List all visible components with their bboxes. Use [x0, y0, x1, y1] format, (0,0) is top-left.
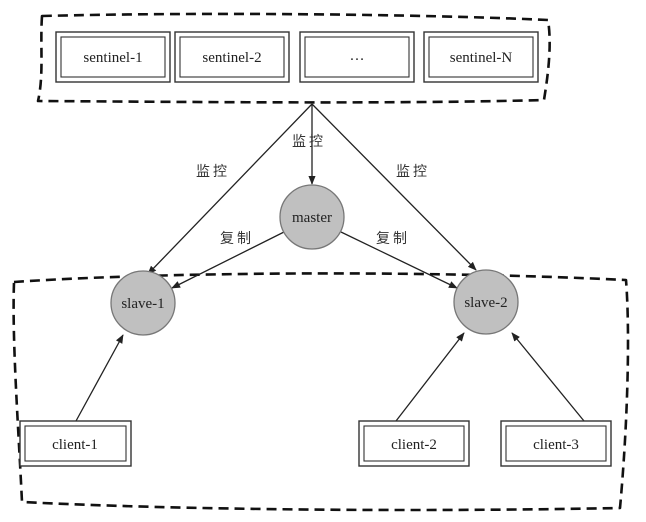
client-label-1: client-1 [52, 437, 98, 453]
monitor-arrow-slave-1 [147, 103, 313, 275]
sentinel-box-n: sentinel-N [423, 31, 539, 83]
client-box-1: client-1 [19, 420, 132, 467]
sentinel-label-n: sentinel-N [450, 50, 513, 66]
monitor-label-left: 监控 [196, 164, 230, 180]
slave-label-1: slave-1 [121, 296, 164, 312]
master-label: master [292, 210, 332, 226]
sentinel-group-border [36, 12, 551, 104]
master-node: master [279, 184, 345, 250]
sentinel-label-ellipsis: … [350, 48, 365, 64]
data-group-border [12, 272, 630, 512]
slave-node-1: slave-1 [110, 270, 176, 336]
slave-label-2: slave-2 [464, 295, 507, 311]
client-label-2: client-2 [391, 437, 437, 453]
replicate-arrow-slave-1 [171, 231, 285, 289]
sentinel-box-1: sentinel-1 [55, 31, 171, 83]
client-box-2: client-2 [358, 420, 470, 467]
slave-node-2: slave-2 [453, 269, 519, 335]
replicate-label-right: 复制 [376, 230, 410, 247]
client-3-arrow [511, 332, 585, 422]
replicate-arrow-slave-2 [340, 231, 458, 289]
monitor-arrow-slave-2 [311, 103, 477, 271]
sentinel-label-1: sentinel-1 [83, 50, 142, 66]
sentinel-box-ellipsis: … [299, 31, 415, 83]
client-2-arrow [395, 332, 465, 422]
sentinel-box-2: sentinel-2 [174, 31, 290, 83]
monitor-label-center: 监控 [292, 134, 326, 150]
monitor-label-right: 监控 [396, 164, 430, 180]
sentinel-label-2: sentinel-2 [202, 50, 261, 66]
client-label-3: client-3 [533, 437, 579, 453]
replicate-label-left: 复制 [220, 230, 254, 247]
client-1-arrow [75, 334, 124, 422]
client-box-3: client-3 [500, 420, 612, 467]
